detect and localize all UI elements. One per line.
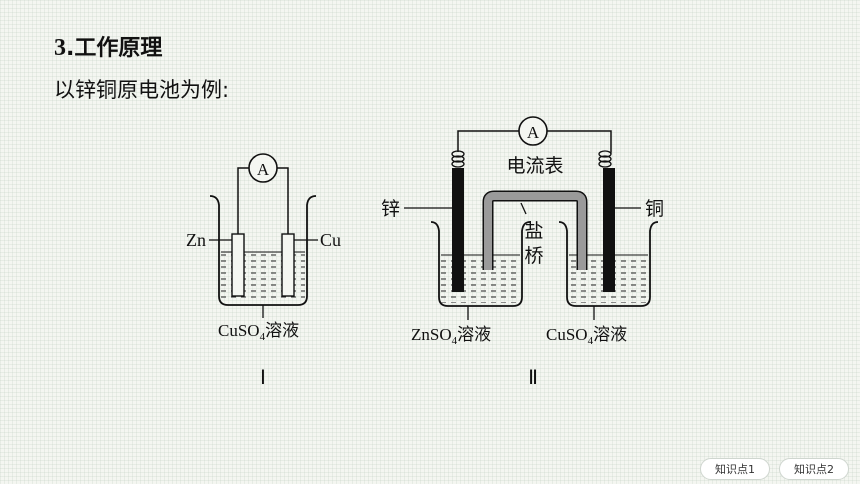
right-coil <box>598 150 612 168</box>
left-solution-label: ZnSO4溶液 <box>411 325 491 347</box>
ammeter-icon <box>518 116 548 146</box>
copper-label: 铜 <box>645 198 664 220</box>
ammeter-caption: 电流表 <box>506 155 563 177</box>
ammeter-icon <box>248 153 278 183</box>
intro-text: 以锌铜原电池为例: <box>54 78 230 102</box>
solution-label: CuSO4溶液 <box>218 321 299 343</box>
salt-bridge <box>484 192 586 270</box>
left-beaker <box>430 221 531 307</box>
knowledge-point-1-button[interactable]: 知识点1 <box>700 458 770 480</box>
copper-electrode <box>281 233 295 297</box>
zinc-label: 锌 <box>381 198 400 220</box>
diagram-one-numeral: Ⅰ <box>260 367 266 389</box>
right-solution-label: CuSO4溶液 <box>546 325 627 347</box>
zinc-electrode <box>231 233 245 297</box>
section-title: .工作原理 <box>66 36 163 61</box>
ammeter-label: A <box>527 123 540 142</box>
copper-electrode <box>603 168 615 292</box>
cu-label: Cu <box>320 230 341 250</box>
right-beaker <box>558 221 659 307</box>
zn-label: Zn <box>186 230 206 250</box>
diagram-two: A 电流表 锌 铜 <box>381 116 664 389</box>
diagram-one: A Zn Cu CuSO4溶液 Ⅰ <box>186 153 341 389</box>
diagram-two-numeral: Ⅱ <box>528 367 538 389</box>
left-coil <box>451 150 465 168</box>
ammeter-label: A <box>257 160 270 179</box>
bridge-leader <box>520 202 527 215</box>
zinc-electrode <box>452 168 464 292</box>
bridge-label-1: 盐 <box>524 220 543 242</box>
bridge-label-2: 桥 <box>524 245 543 267</box>
section-number: 3 <box>54 35 66 61</box>
section-heading: 3.工作原理 <box>54 30 162 62</box>
knowledge-point-2-button[interactable]: 知识点2 <box>779 458 849 480</box>
